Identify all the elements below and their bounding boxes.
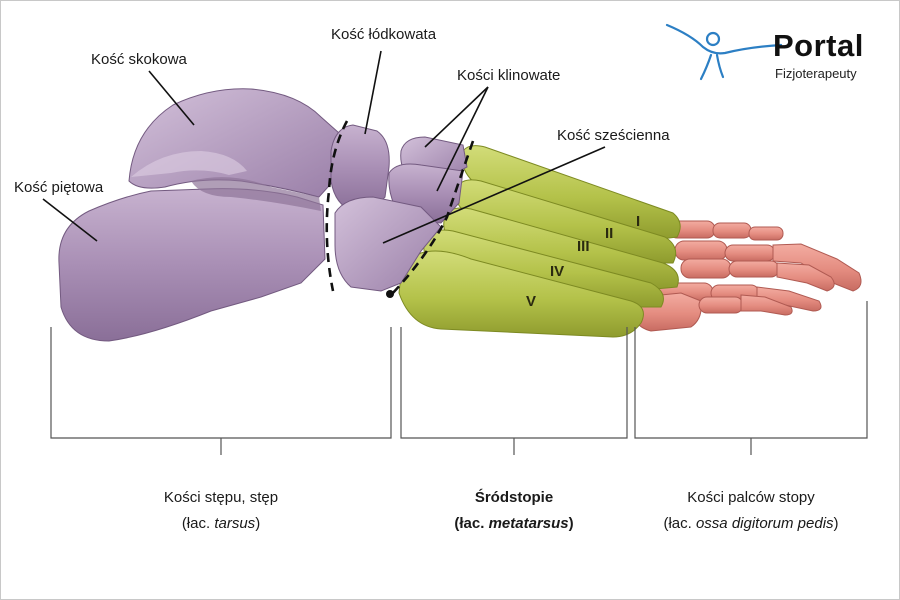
group-brackets: [50, 301, 868, 455]
phalanx-row-1: [668, 220, 784, 241]
calcaneus-bone: [58, 188, 326, 342]
caption-phalanges: Kości palców stopy (łac. ossa digitorum …: [621, 485, 881, 537]
leader-cuboid: [382, 146, 606, 244]
caption-phalanges-name: Kości palców stopy: [687, 489, 815, 506]
portal-logo: Portal Fizjoterapeuty: [661, 16, 886, 86]
caption-phalanges-latin: (łac. ossa digitorum pedis): [663, 515, 839, 532]
caption-tarsus-name: Kości stępu, stęp: [163, 489, 279, 506]
label-cuboid: Kość sześcienna: [557, 127, 670, 144]
cuboid-bone: [334, 196, 442, 292]
bracket-tarsus: [50, 327, 392, 455]
phalanx-row-2: [674, 240, 862, 292]
metatarsal-numerals: I II III IV V: [526, 213, 640, 310]
caption-tarsus-latin: (łac. tarsus): [181, 515, 261, 532]
caption-metatarsus: Śródstopie (łac. metatarsus): [384, 485, 644, 537]
label-calcaneus: Kość piętowa: [14, 179, 104, 196]
logo-title: Portal: [773, 28, 864, 63]
numeral-v: V: [526, 293, 536, 310]
caption-tarsus: Kości stępu, stęp (łac. tarsus): [91, 485, 351, 537]
caption-metatarsus-name: Śródstopie: [474, 489, 554, 506]
tarsal-bones: [58, 88, 468, 342]
leader-navicular: [364, 50, 382, 135]
leader-calcaneus: [42, 198, 98, 242]
numeral-iii: III: [577, 238, 590, 255]
label-talus: Kość skokowa: [91, 51, 187, 68]
label-navicular: Kość łódkowata: [331, 26, 437, 43]
chopart-joint-line: [325, 120, 349, 292]
joint-dot: [386, 290, 394, 298]
joint-lines: [325, 120, 475, 296]
bracket-phalanges: [634, 301, 868, 455]
navicular-bone: [330, 124, 390, 212]
numeral-iv: IV: [550, 263, 564, 280]
leader-cuneiform-1: [424, 86, 489, 148]
numeral-i: I: [636, 213, 640, 230]
bracket-metatarsus: [400, 327, 628, 455]
leader-lines: [42, 50, 606, 244]
label-cuneiform: Kości klinowate: [457, 67, 561, 84]
leader-talus: [148, 70, 195, 126]
phalanx-row-3: [680, 258, 835, 292]
metatarsals: [398, 145, 681, 338]
leader-cuneiform-2: [436, 86, 489, 192]
caption-metatarsus-latin: (łac. metatarsus): [454, 515, 574, 532]
numeral-ii: II: [605, 225, 613, 242]
logo-figure-icon: [665, 23, 783, 81]
logo-subtitle: Fizjoterapeuty: [775, 66, 857, 81]
lisfranc-joint-line: [390, 140, 475, 296]
